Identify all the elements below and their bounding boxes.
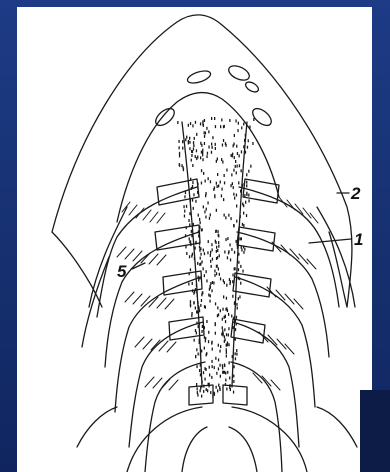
callout-1: 1 — [354, 230, 363, 249]
anatomy-diagram: 2 1 5 — [17, 7, 372, 472]
callout-1-leader — [309, 239, 351, 243]
callout-2: 2 — [350, 184, 361, 203]
head-organs — [153, 63, 275, 129]
illustration-panel: 2 1 5 — [17, 7, 372, 472]
right-branches — [231, 187, 355, 472]
right-striated-bands — [253, 197, 318, 390]
corner-shadow — [360, 390, 390, 472]
callout-5: 5 — [117, 262, 127, 281]
column-ribbons — [155, 179, 279, 405]
left-branches — [82, 187, 205, 472]
lower-body — [77, 407, 357, 472]
central-dotted-zone — [177, 117, 254, 398]
